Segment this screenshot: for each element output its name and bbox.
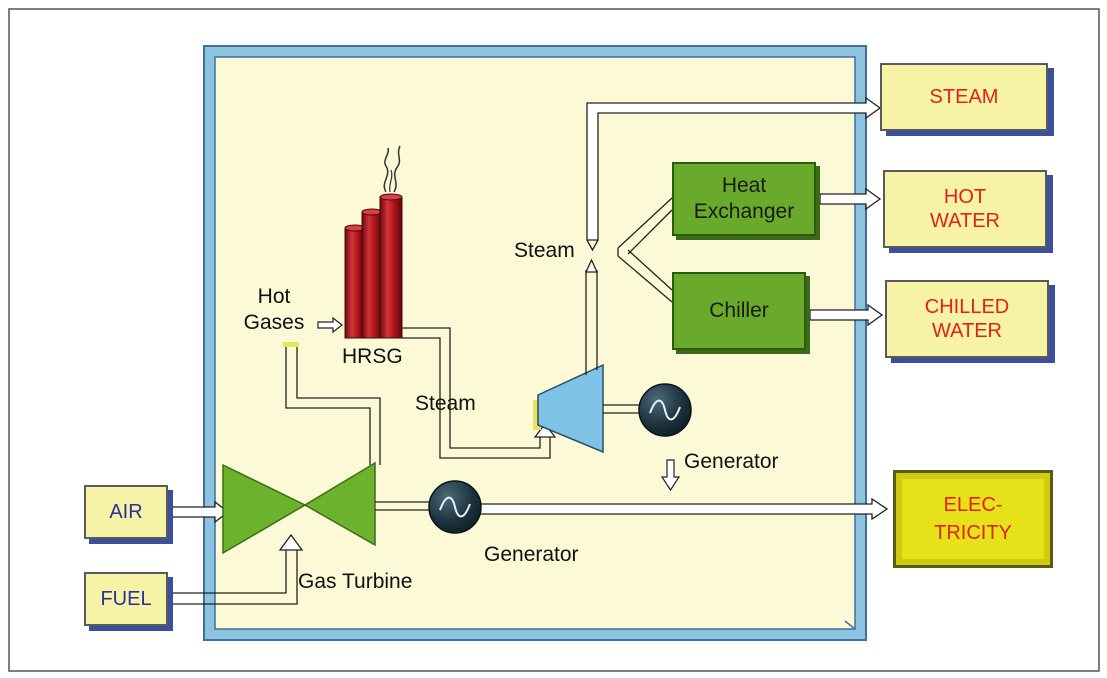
generator-bottom-label: Generator [484, 543, 579, 566]
generator-bottom-shape [428, 480, 482, 534]
hot-gases-line1: Hot [257, 285, 291, 308]
steam-output-box: STEAM [880, 63, 1048, 131]
air-input-box: AIR [84, 485, 168, 539]
chiller-box: Chiller [672, 272, 806, 350]
steam-output-label: STEAM [929, 86, 999, 108]
fuel-input-box: FUEL [84, 572, 168, 626]
fuel-pipe [167, 533, 304, 605]
hot-water-line1: HOT [943, 186, 987, 208]
generator-down-arrow [660, 459, 681, 492]
generator-top-shape [638, 383, 692, 437]
hrsg-label: HRSG [342, 345, 403, 368]
steam-turbine-shape [533, 363, 604, 454]
hot-water-arrow [819, 187, 882, 211]
air-pipe [166, 500, 230, 524]
gas-turbine-label: Gas Turbine [298, 570, 413, 593]
shaft-top [603, 404, 640, 414]
chiller-label: Chiller [709, 299, 769, 322]
electricity-line2: TRICITY [934, 522, 1012, 544]
hot-gases-arrow [317, 316, 343, 334]
exhaust-duct [285, 345, 381, 465]
chilled-water-arrow [809, 303, 884, 327]
generator-top-label: Generator [684, 450, 779, 473]
steam-upper-label: Steam [514, 239, 575, 262]
hot-water-output-box: HOT WATER [883, 170, 1047, 248]
heat-exchanger-line2: Exchanger [693, 200, 795, 223]
electricity-output-box: ELEC- TRICITY [893, 470, 1053, 568]
hot-gases-label: Hot Gases [234, 284, 314, 336]
chilled-water-output-box: CHILLED WATER [885, 280, 1049, 358]
hrsg-stacks [344, 145, 403, 339]
electricity-line1: ELEC- [943, 494, 1003, 516]
gas-turbine-shape [222, 461, 376, 555]
electricity-line [477, 497, 889, 521]
chilled-water-line2: WATER [932, 320, 1002, 342]
fuel-input-label: FUEL [100, 587, 152, 610]
heat-exchanger-line1: Heat [721, 174, 767, 197]
branch-lines [617, 197, 673, 303]
heat-exchanger-box: Heat Exchanger [672, 162, 816, 236]
hot-water-line2: WATER [930, 210, 1000, 232]
steam-output-pipe [586, 96, 882, 252]
steam-riser [584, 258, 599, 375]
steam-hrsg-label: Steam [415, 392, 476, 415]
hot-gases-line2: Gases [243, 311, 305, 334]
chilled-water-line1: CHILLED [924, 296, 1010, 318]
air-input-label: AIR [109, 500, 143, 523]
shaft-bottom [375, 501, 430, 511]
